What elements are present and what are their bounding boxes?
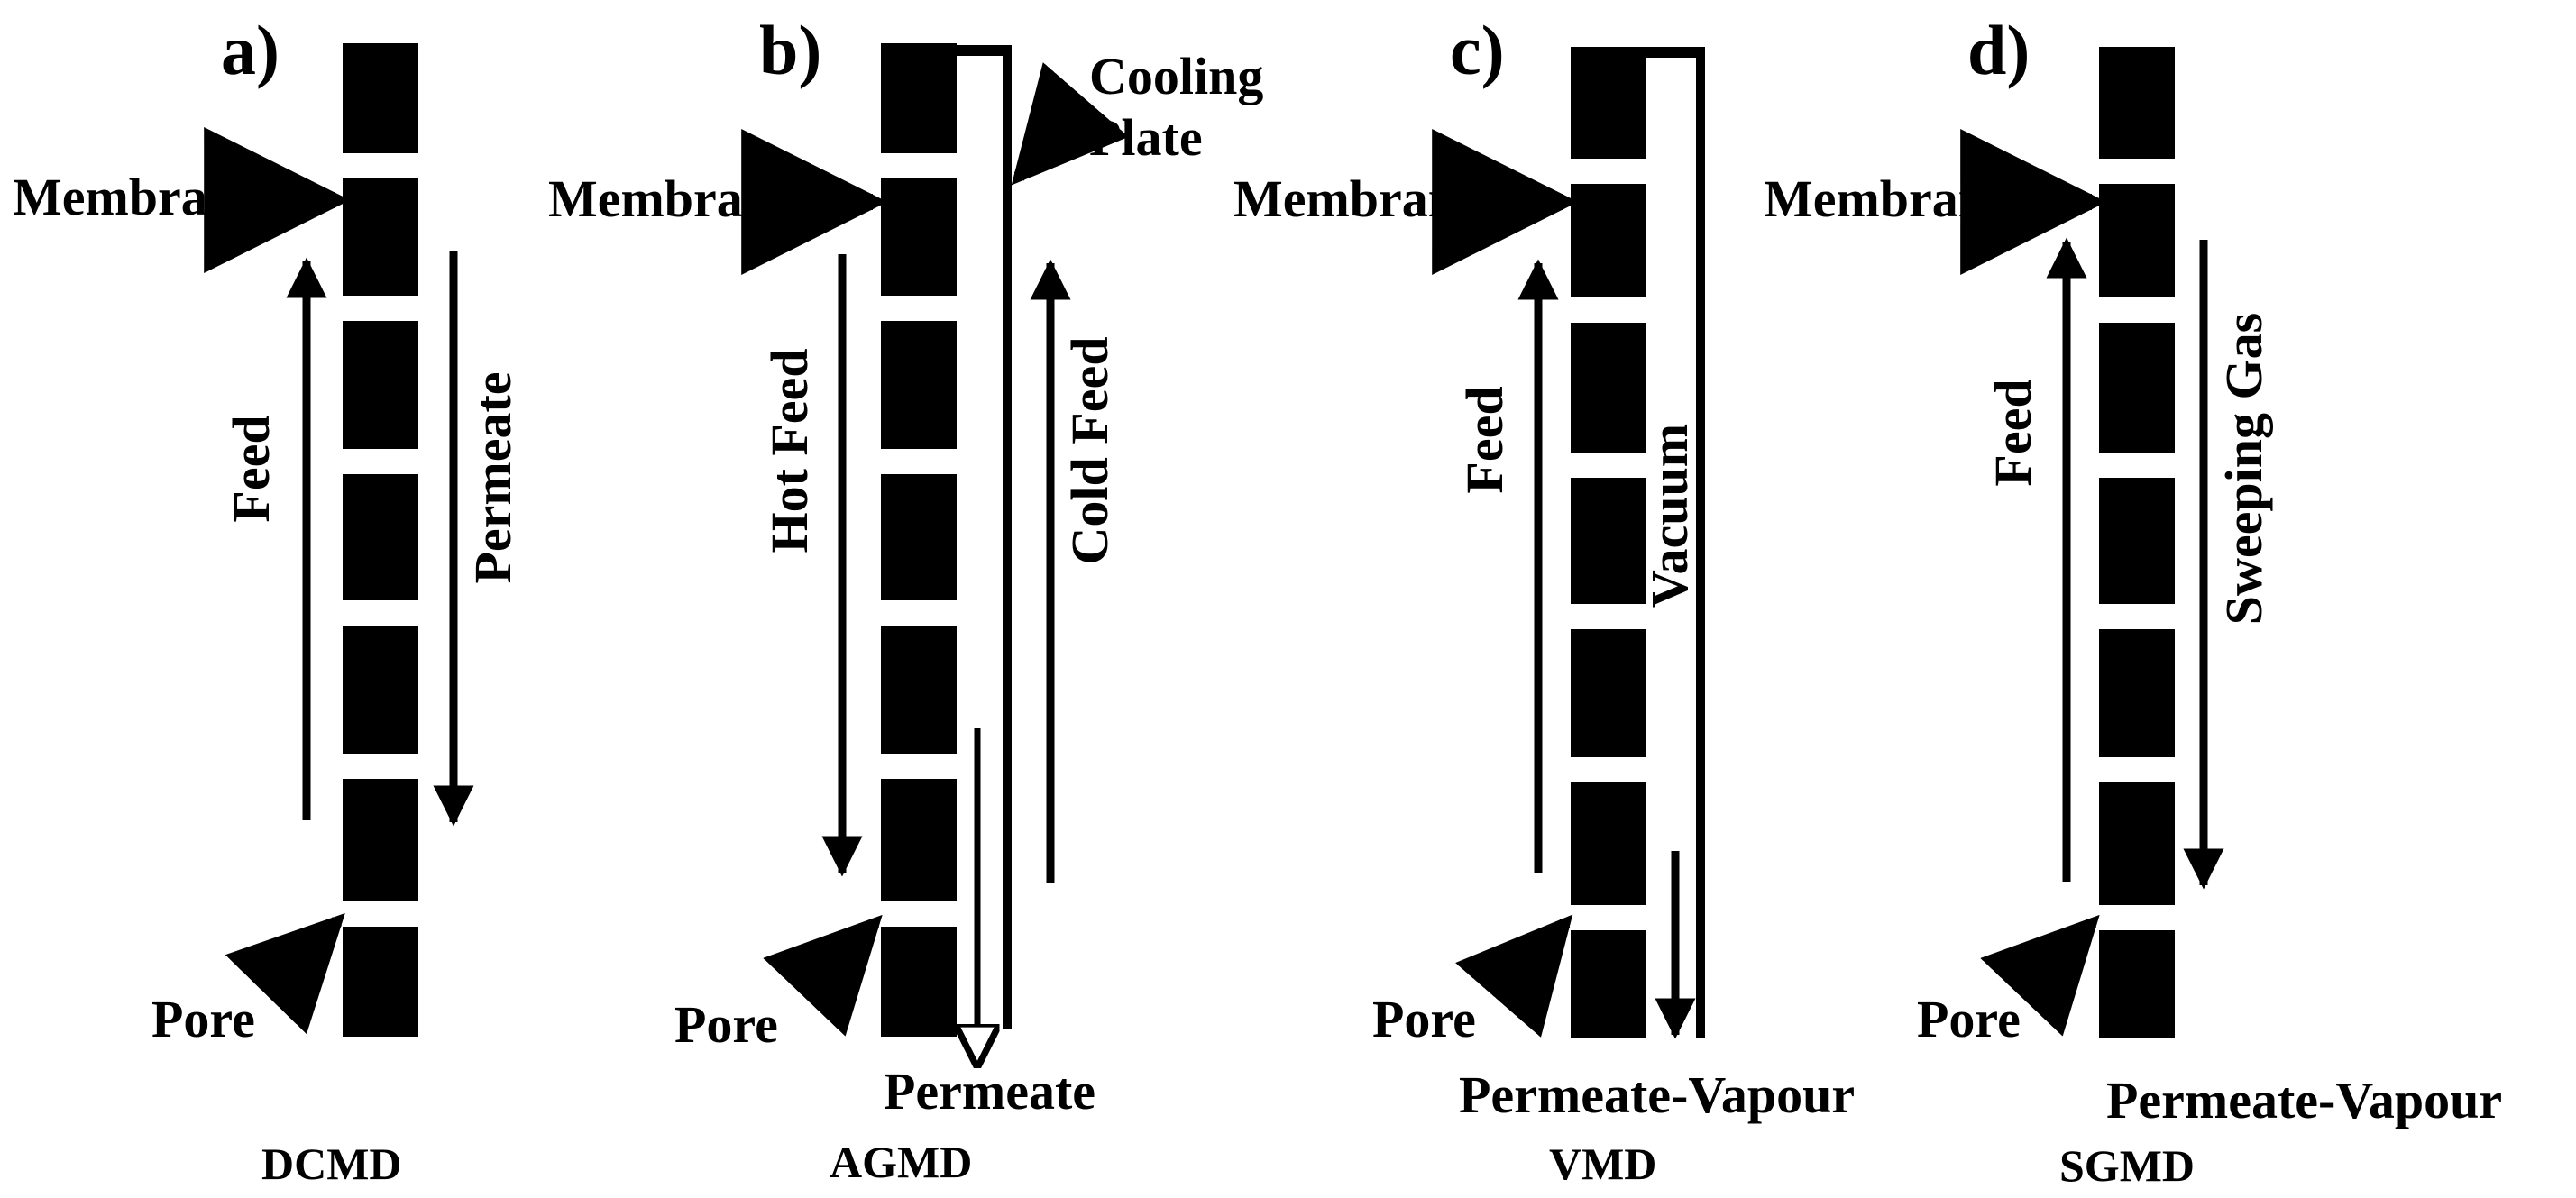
panel-c-vapour-label: Permeate-Vapour — [1459, 1065, 1855, 1124]
pore-slot — [343, 901, 418, 927]
panel-b-membrane-label: Membrane — [548, 169, 795, 228]
panel-a-pore-label: Pore — [151, 990, 255, 1048]
panel-d-membrane — [2099, 47, 2175, 1038]
pore-slot — [2099, 757, 2175, 782]
panel-d-sweeping-gas-label: Sweeping Gas — [2214, 313, 2273, 625]
pore-slot — [343, 449, 418, 474]
panel-b-hot-feed-label: Hot Feed — [760, 348, 819, 553]
panel-a-feed-label: Feed — [222, 415, 280, 522]
panel-d-pore-pointer — [1980, 914, 2100, 1037]
panel-a: a) Membrane Feed Permeate Pore DCMD — [13, 11, 522, 1189]
pore-slot — [881, 754, 957, 779]
pore-slot — [343, 754, 418, 779]
panel-d-vapour-label: Permeate-Vapour — [2106, 1071, 2502, 1129]
panel-b-pore-pointer — [763, 914, 883, 1037]
pore-slot — [2099, 905, 2175, 930]
pore-slot — [343, 153, 418, 178]
pore-slot — [343, 600, 418, 626]
panel-b-letter: b) — [759, 11, 821, 89]
panel-c-feed-label: Feed — [1455, 386, 1514, 493]
panel-c-membrane-label: Membrane — [1233, 169, 1481, 228]
pore-slot — [881, 600, 957, 626]
pore-slot — [881, 901, 957, 927]
panel-a-permeate-label: Permeate — [463, 371, 522, 583]
panel-c-pore-label: Pore — [1372, 990, 1476, 1048]
panel-b-cooling-plate — [954, 45, 1012, 1029]
pore-slot — [2099, 604, 2175, 629]
panel-a-pore-pointer — [225, 912, 345, 1035]
panel-c-vacuum-chamber — [1645, 47, 1705, 1038]
panel-c-vacuum-label: Vacuum — [1640, 424, 1699, 608]
panel-b: b) Cooling Plate Membrane Hot Feed Cold … — [548, 11, 1263, 1187]
panel-b-plate-label: Plate — [1089, 108, 1203, 167]
panel-d-feed-label: Feed — [1984, 379, 2042, 486]
panel-b-plate-pointer — [1011, 62, 1129, 186]
panel-a-code: DCMD — [261, 1139, 402, 1189]
panel-d-letter: d) — [1967, 11, 2030, 89]
pore-slot — [343, 296, 418, 321]
pore-slot — [2099, 159, 2175, 184]
panel-b-cooling-label: Cooling — [1089, 47, 1263, 105]
panel-b-membrane — [881, 43, 957, 1037]
panel-c-code: VMD — [1549, 1139, 1656, 1189]
pore-slot — [1571, 297, 1646, 323]
panel-c-membrane — [1571, 47, 1646, 1038]
panel-b-permeate-label: Permeate — [884, 1062, 1095, 1120]
panel-c-letter: c) — [1450, 11, 1505, 89]
panel-a-letter: a) — [221, 11, 280, 89]
panel-b-pore-label: Pore — [674, 995, 778, 1054]
panel-d-pore-label: Pore — [1917, 990, 2021, 1048]
panel-c: c) Membrane Feed Vacuum Permeate-Vapour … — [1233, 11, 1855, 1189]
panel-d-membrane-label: Membrane — [1764, 169, 2011, 228]
panel-a-membrane — [343, 43, 418, 1037]
panel-a-membrane-label: Membrane — [13, 168, 260, 226]
pore-slot — [2099, 297, 2175, 323]
pore-slot — [1571, 453, 1646, 478]
pore-slot — [2099, 453, 2175, 478]
pore-slot — [881, 153, 957, 178]
panel-c-pore-pointer — [1454, 914, 1573, 1038]
panel-b-cold-feed-label: Cold Feed — [1060, 337, 1119, 565]
panel-d-code: SGMD — [2059, 1140, 2195, 1191]
pore-slot — [881, 296, 957, 321]
panel-d: d) Membrane Feed Sweeping Gas Pore Perme… — [1764, 11, 2502, 1191]
panel-b-code: AGMD — [830, 1137, 972, 1187]
pore-slot — [881, 449, 957, 474]
pore-slot — [1571, 757, 1646, 782]
pore-slot — [1571, 604, 1646, 629]
pore-slot — [1571, 159, 1646, 184]
pore-slot — [1571, 905, 1646, 930]
